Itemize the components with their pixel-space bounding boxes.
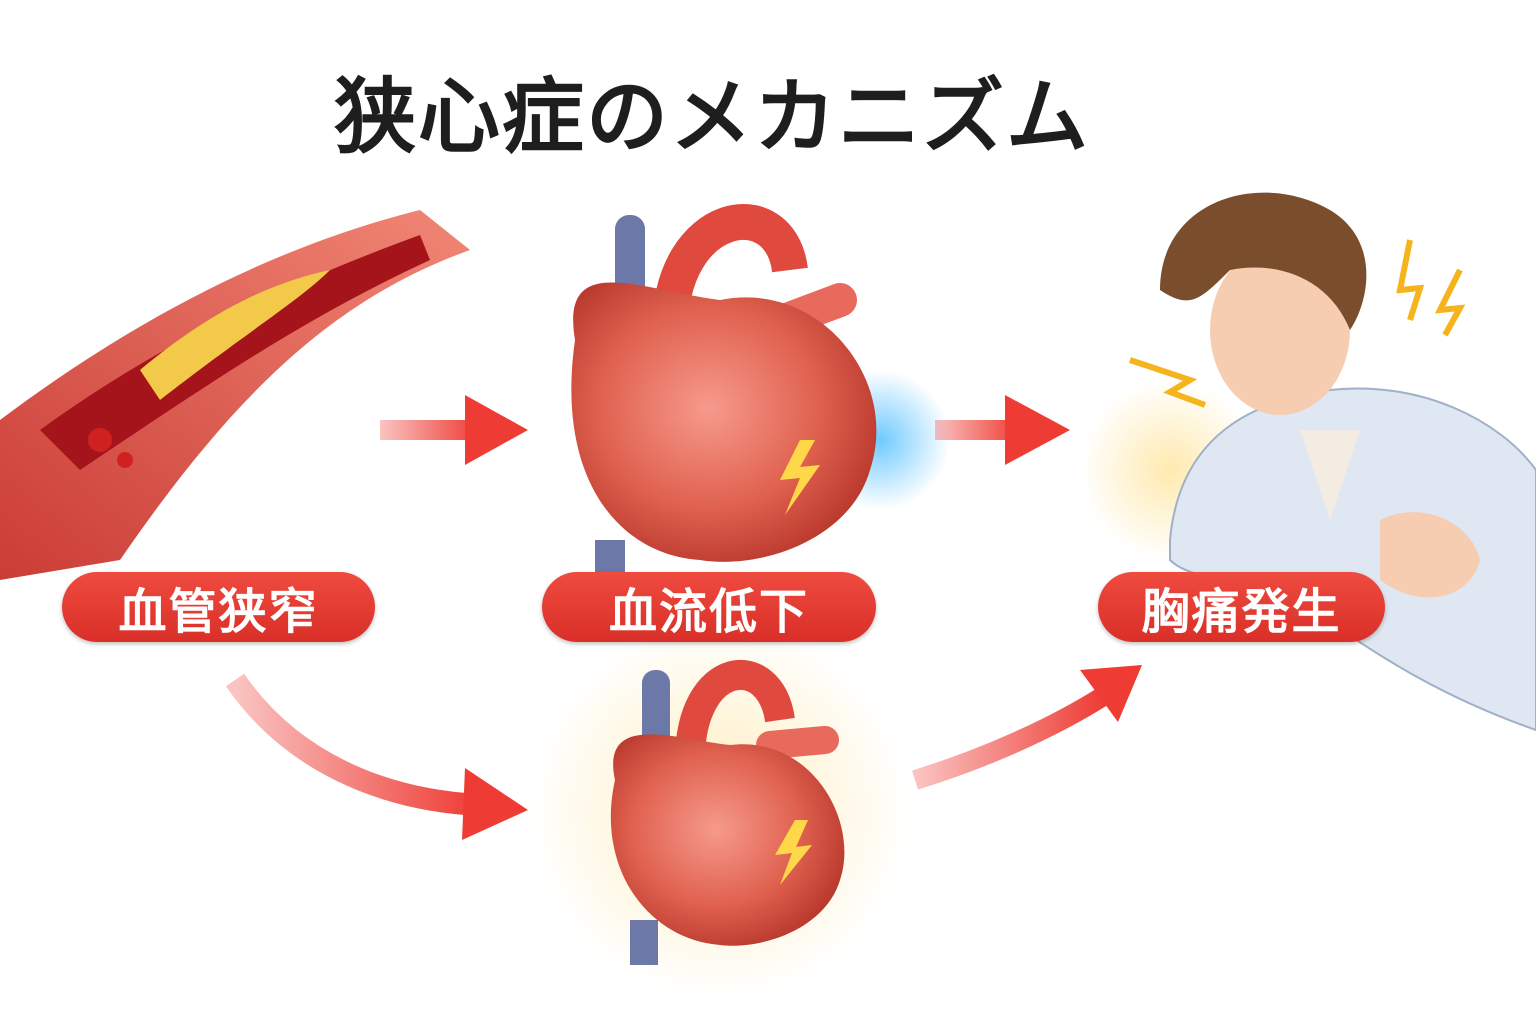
heart-ischemia-icon (530, 620, 910, 1000)
page-title: 狭心症のメカニズム (333, 70, 1090, 165)
man-chest-pain-icon (1080, 192, 1536, 732)
narrowed-artery-icon (0, 210, 470, 580)
arrow-artery-to-heart-lower (225, 673, 528, 840)
step-label-vessel-narrowing: 血管狭窄 (62, 572, 375, 642)
step-label-chest-pain: 胸痛発生 (1098, 572, 1385, 642)
heart-reduced-flow-icon (571, 204, 950, 580)
arrow-heart-to-pain (935, 395, 1070, 465)
arrow-artery-to-heart (380, 395, 528, 465)
arrow-heart-lower-to-pain (912, 665, 1142, 790)
step-label-reduced-blood-flow: 血流低下 (542, 572, 876, 642)
